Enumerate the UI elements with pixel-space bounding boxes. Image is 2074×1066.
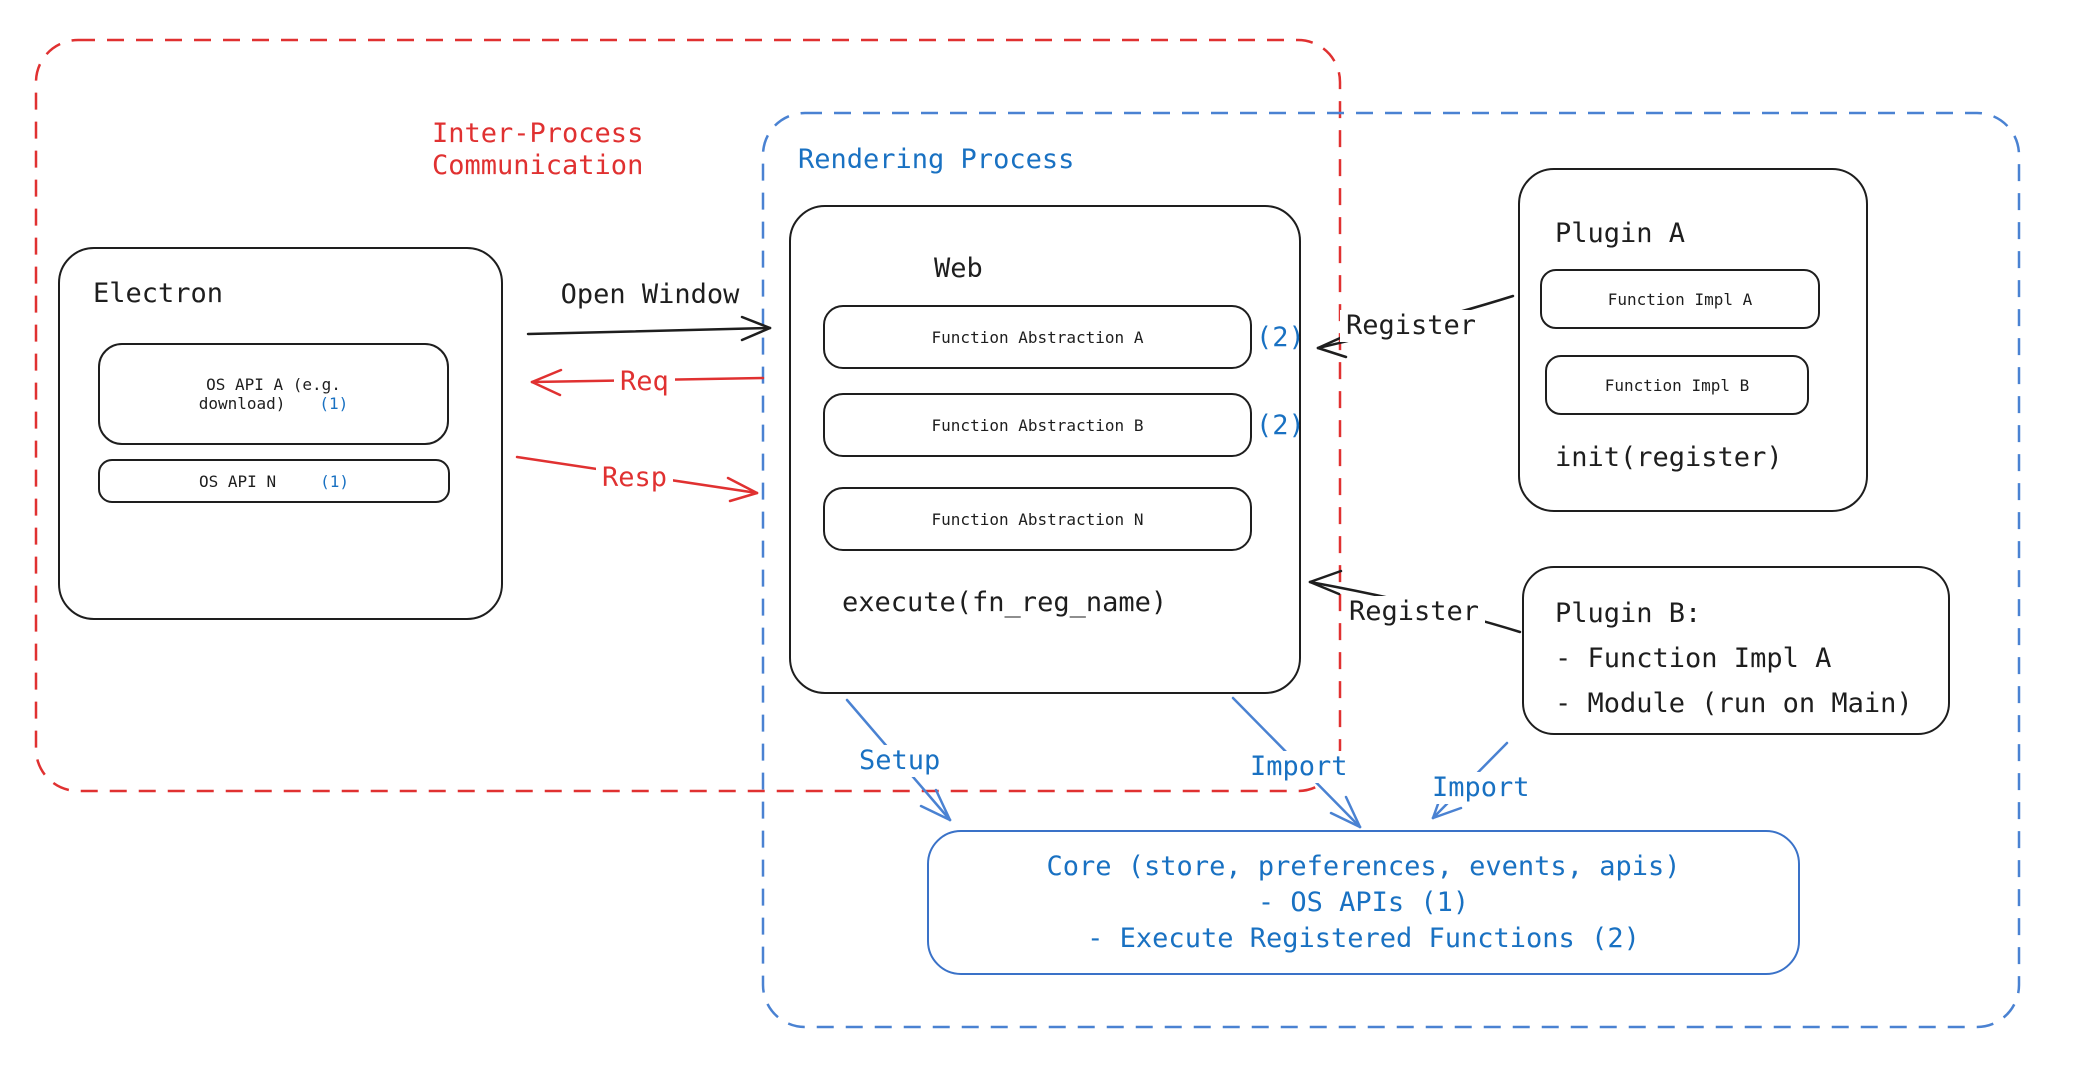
os-api-a-badge: (1) <box>319 394 349 413</box>
function-abstraction-b-label: Function Abstraction B <box>931 415 1144 435</box>
os-api-n-box: OS API N (1) <box>98 459 450 503</box>
register-b-arrow-label: Register <box>1343 596 1486 629</box>
resp-arrow-label: Resp <box>596 462 674 495</box>
ipc-group-border <box>34 38 1342 793</box>
function-abstraction-b-badge: (2) <box>1256 410 1305 441</box>
function-impl-a-box: Function Impl A <box>1540 269 1820 329</box>
os-api-a-line1: OS API A (e.g. <box>206 375 341 394</box>
function-impl-b-label: Function Impl B <box>1604 375 1750 395</box>
setup-arrow-label: Setup <box>853 745 947 778</box>
import-plugin-b-arrow-label: Import <box>1426 772 1536 805</box>
plugin-b-item-module: - Module (run on Main) <box>1555 688 1913 719</box>
web-title: Web <box>934 253 983 284</box>
ipc-group-title-line1: Inter-Process <box>432 118 644 149</box>
plugin-b-box: Plugin B: - Function Impl A - Module (ru… <box>1522 566 1950 735</box>
function-impl-b-box: Function Impl B <box>1545 355 1809 415</box>
os-api-n-badge: (1) <box>320 471 349 491</box>
function-abstraction-a-label: Function Abstraction A <box>931 327 1144 347</box>
core-title: Core (store, preferences, events, apis) <box>1046 851 1681 882</box>
ipc-group-title: Inter-Process Communication <box>432 118 643 183</box>
plugin-b-title: Plugin B: <box>1555 598 1702 629</box>
import-web-arrow-label: Import <box>1244 751 1354 784</box>
core-box: Core (store, preferences, events, apis) … <box>927 830 1800 975</box>
core-execute-registered: - Execute Registered Functions (2) <box>1087 923 1640 954</box>
plugin-a-box: Plugin A Function Impl A Function Impl B… <box>1518 168 1868 512</box>
function-abstraction-a-box: Function Abstraction A <box>823 305 1252 369</box>
open-window-arrow <box>526 315 772 342</box>
electron-title: Electron <box>93 278 224 309</box>
function-abstraction-n-box: Function Abstraction N <box>823 487 1252 551</box>
function-abstraction-b-box: Function Abstraction B <box>823 393 1252 457</box>
os-api-n-label: OS API N <box>199 471 277 491</box>
function-impl-a-label: Function Impl A <box>1607 289 1753 309</box>
web-box: Web Function Abstraction A Function Abst… <box>789 205 1301 694</box>
core-os-apis: - OS APIs (1) <box>1257 887 1470 918</box>
open-window-arrow-label: Open Window <box>560 279 740 310</box>
web-execute-label: execute(fn_reg_name) <box>842 587 1168 618</box>
function-abstraction-n-label: Function Abstraction N <box>931 509 1144 529</box>
register-a-arrow-label: Register <box>1340 310 1483 343</box>
ipc-group-title-line2: Communication <box>432 150 644 182</box>
req-arrow-label: Req <box>614 366 675 399</box>
os-api-a-line2: download) <box>198 394 286 413</box>
rendering-group-title: Rendering Process <box>798 144 1075 175</box>
plugin-b-item-function-impl-a: - Function Impl A <box>1555 643 1832 674</box>
plugin-a-title: Plugin A <box>1555 218 1686 249</box>
plugin-a-init-label: init(register) <box>1555 442 1783 473</box>
rendering-group-border <box>761 111 2021 1029</box>
os-api-a-box: OS API A (e.g. download) (1) <box>98 343 449 445</box>
function-abstraction-a-badge: (2) <box>1256 322 1305 353</box>
